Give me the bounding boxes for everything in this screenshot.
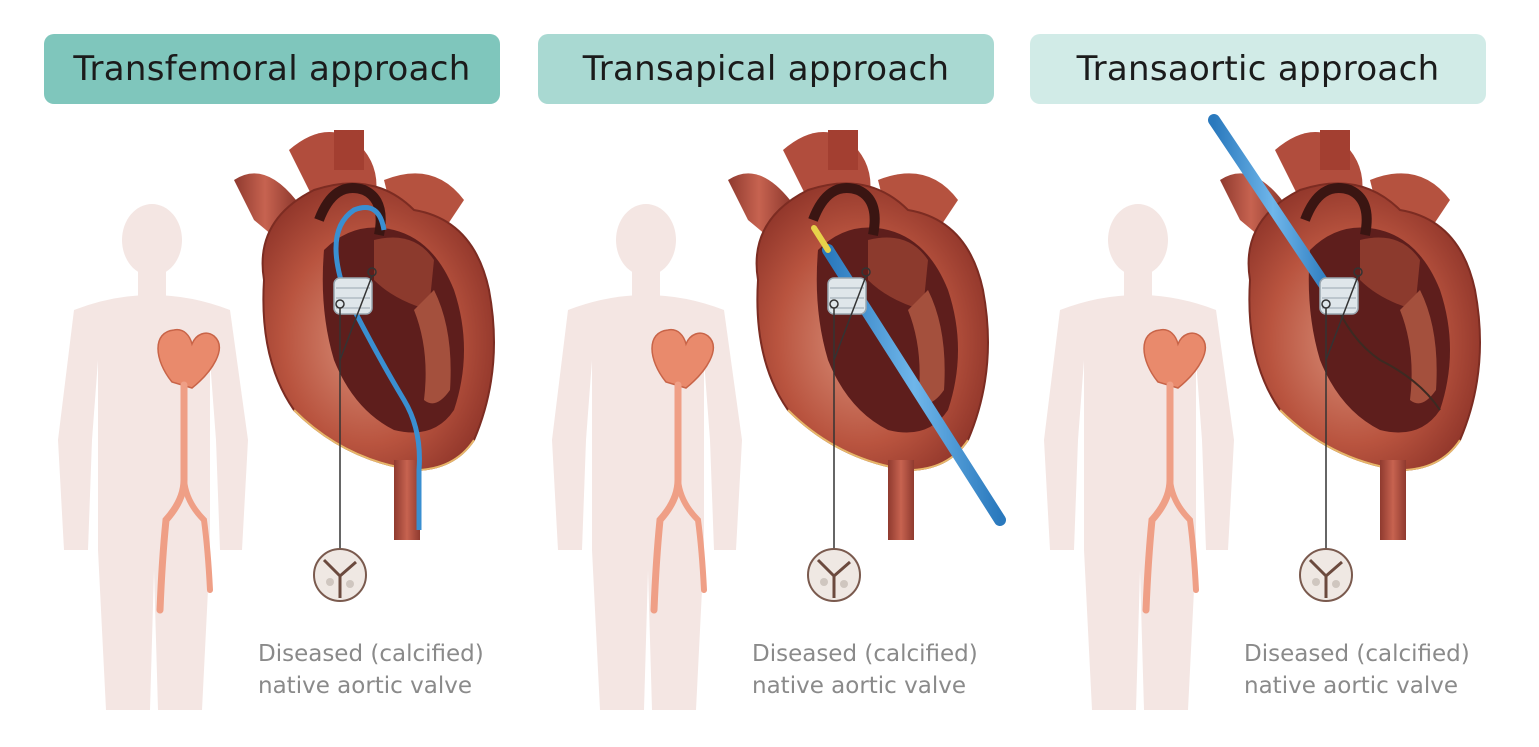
diseased-valve-icon [1299, 548, 1353, 602]
panel-transapical: Transapical approach [528, 0, 1018, 747]
body-heart-icon [157, 328, 220, 389]
panel-transaortic: Transaortic approach [1020, 0, 1510, 747]
caption-line-2: native aortic valve [752, 673, 966, 699]
valve-caption: Diseased (calcified) native aortic valve [752, 638, 1022, 702]
diseased-valve-icon [313, 548, 367, 602]
transaortic-illustration [1044, 114, 1481, 710]
body-silhouette [1044, 204, 1234, 710]
valve-caption: Diseased (calcified) native aortic valve [1244, 638, 1514, 702]
body-heart-icon [651, 328, 714, 389]
caption-line-1: Diseased (calcified) [1244, 641, 1470, 667]
diseased-valve-icon [807, 548, 861, 602]
panel-transfemoral: Transfemoral approach [34, 0, 524, 747]
panel-title: Transaortic approach [1030, 34, 1486, 104]
panel-title: Transfemoral approach [44, 34, 500, 104]
caption-line-2: native aortic valve [1244, 673, 1458, 699]
caption-line-1: Diseased (calcified) [752, 641, 978, 667]
heart-cutaway [234, 130, 495, 540]
valve-caption: Diseased (calcified) native aortic valve [258, 638, 528, 702]
caption-line-1: Diseased (calcified) [258, 641, 484, 667]
body-silhouette [58, 204, 248, 710]
caption-line-2: native aortic valve [258, 673, 472, 699]
transfemoral-illustration [58, 130, 495, 710]
catheter-transaortic [1208, 114, 1338, 302]
body-silhouette [552, 204, 742, 710]
heart-cutaway [728, 130, 989, 540]
transapical-illustration [552, 130, 1006, 710]
body-heart-icon [1143, 328, 1206, 389]
panel-title: Transapical approach [538, 34, 994, 104]
